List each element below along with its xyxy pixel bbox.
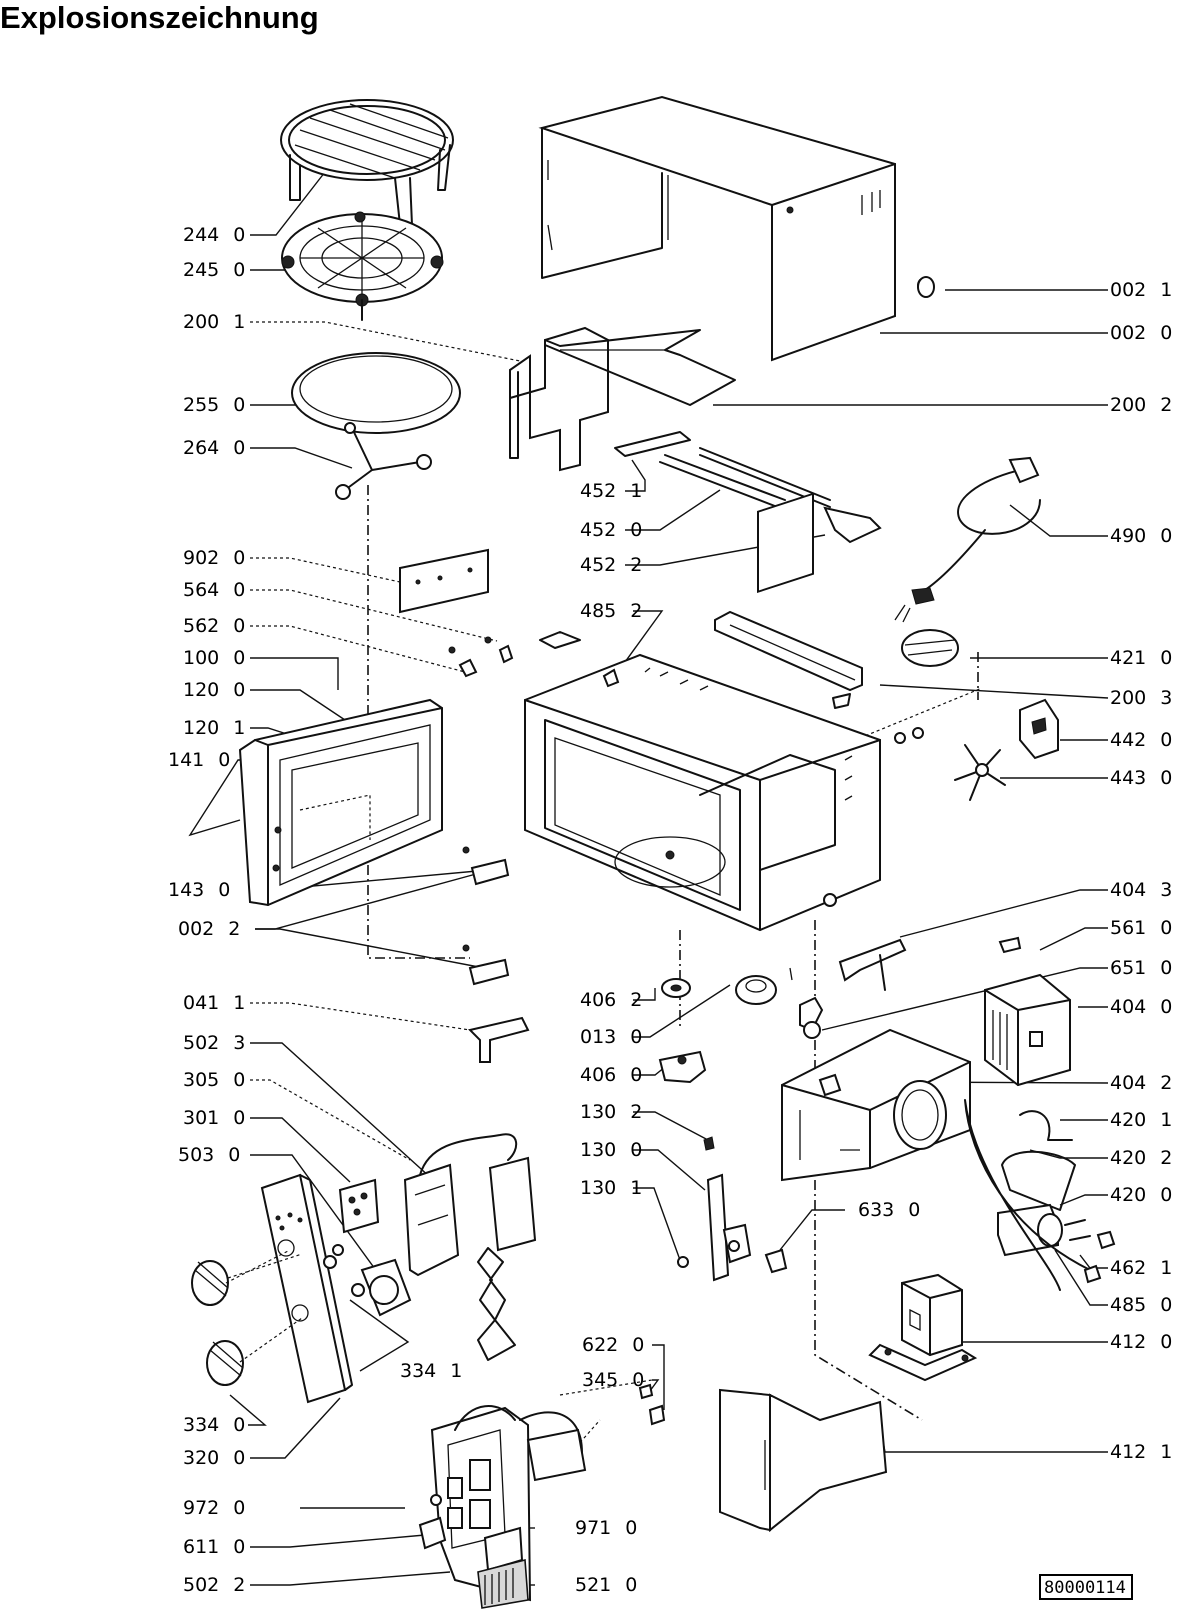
turntable-motor-406 xyxy=(658,967,793,1084)
turntable-coupler-264 xyxy=(335,422,432,500)
waveguide-cover-200 xyxy=(509,326,736,472)
cut-symbol xyxy=(477,1247,516,1361)
fan-assembly-442-443 xyxy=(894,698,1059,801)
cover-plate-412-1 xyxy=(719,1388,888,1533)
latch-hook-041 xyxy=(468,1016,530,1063)
capacitor-420 xyxy=(997,1110,1091,1257)
outer-casing-002 xyxy=(538,95,935,362)
roller-ring-245 xyxy=(281,211,444,321)
grill-rack-244 xyxy=(280,99,454,226)
oven-cavity-chassis xyxy=(524,492,881,932)
power-cord-490 xyxy=(894,456,1041,623)
mounting-frame-404-2 xyxy=(781,1028,971,1182)
glass-turntable-255 xyxy=(291,352,461,434)
fan-motor-421 xyxy=(901,629,959,667)
control-panel-320 xyxy=(191,1173,412,1404)
door-latches-002-2 xyxy=(462,846,510,986)
magnetron-404 xyxy=(984,973,1071,1087)
circuit-board-521 xyxy=(418,1405,587,1609)
assembly-axis-lines xyxy=(367,485,983,1466)
interlock-switch-130 xyxy=(677,1136,788,1282)
control-switches-301-305 xyxy=(338,1133,537,1277)
door-rods-452 xyxy=(614,431,882,544)
hv-transformer-412 xyxy=(868,1273,978,1382)
wiring-harness-485 xyxy=(964,1099,1116,1291)
top-rail-200-3 xyxy=(714,610,863,709)
bracket-404-3 xyxy=(799,936,1022,1039)
fuse-345-622 xyxy=(638,1383,666,1426)
drawing-number: 80000114 xyxy=(1039,1574,1133,1600)
small-fittings xyxy=(399,548,620,688)
drawing-number-text: 80000114 xyxy=(1044,1578,1126,1598)
page-title: Explosionszeichnung xyxy=(0,0,319,35)
door-assembly-100 xyxy=(238,698,443,907)
